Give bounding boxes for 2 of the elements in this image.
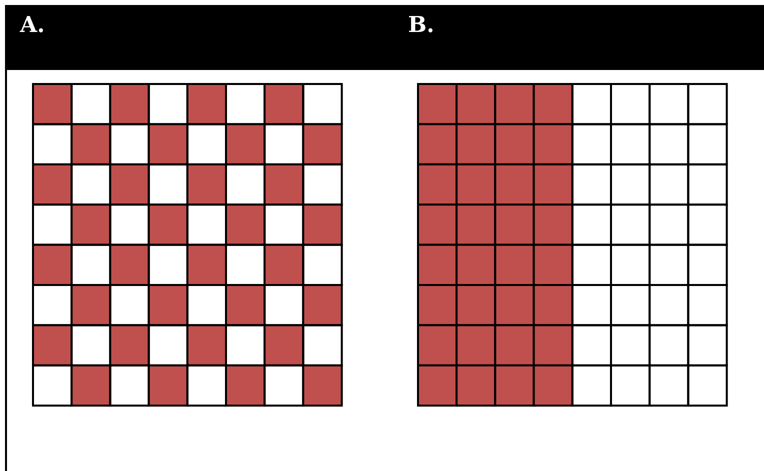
panel-label: B. [408,12,434,38]
panel-label: A. [20,12,45,38]
